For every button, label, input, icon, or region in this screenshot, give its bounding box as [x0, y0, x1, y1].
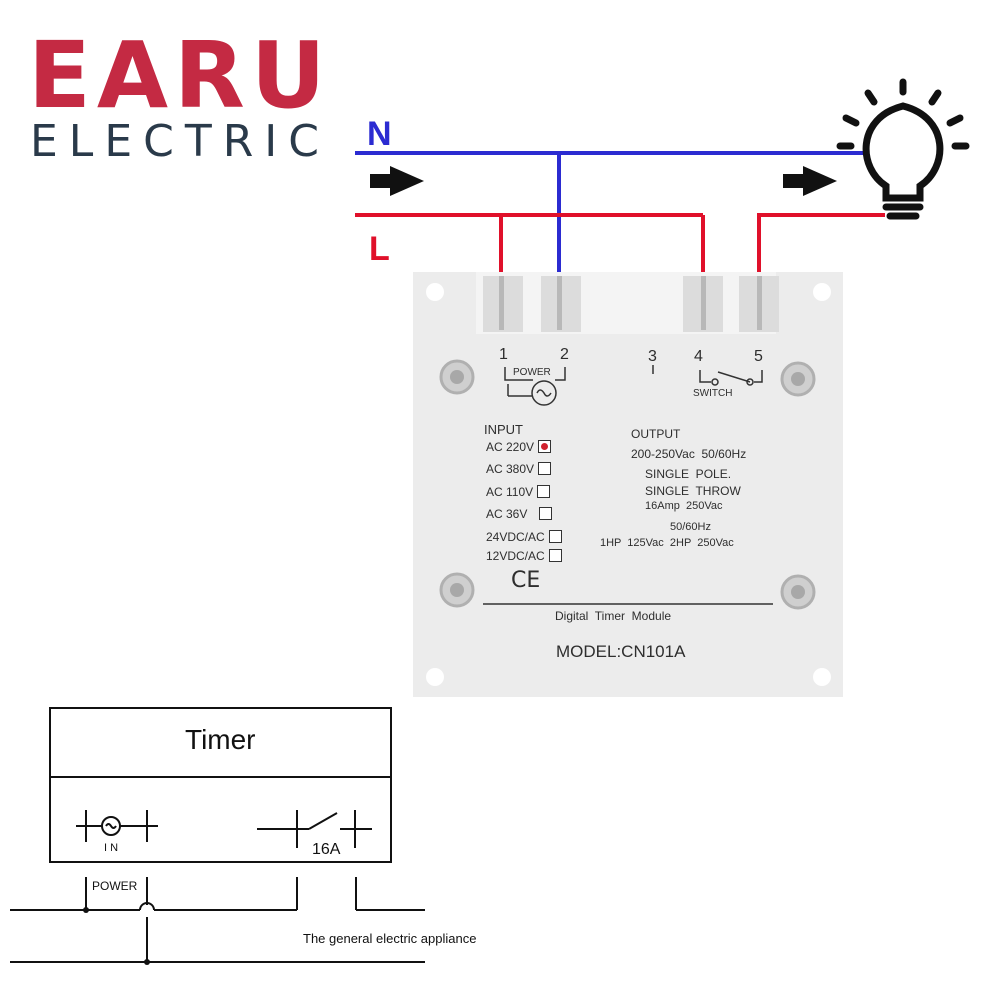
rating-label: 16A [312, 841, 341, 858]
terminal-4-label: 4 [694, 348, 703, 365]
input-option: 12VDC/AC [486, 549, 562, 563]
arrow-right-icon [370, 166, 424, 196]
input-option: 24VDC/AC [486, 530, 562, 544]
neutral-label: N [367, 115, 392, 153]
terminal-1-label: 1 [499, 346, 508, 363]
mount-hole [426, 668, 444, 686]
input-heading: INPUT [484, 422, 523, 437]
checkbox-checked-icon [538, 440, 552, 454]
input-option: AC 220V [486, 440, 552, 454]
module-name: Digital Timer Module [555, 609, 672, 623]
light-bulb-icon [836, 78, 970, 220]
timer-title: Timer [185, 724, 256, 755]
output-heading: OUTPUT [631, 427, 681, 441]
output-line: SINGLE POLE. [645, 467, 732, 481]
input-option: AC 36V [486, 507, 553, 521]
screw-icon [439, 359, 475, 395]
power-coil-icon [76, 810, 158, 842]
terminal-3-label: 3 [648, 348, 657, 365]
output-line: 50/60Hz [670, 521, 711, 533]
checkbox-icon [537, 485, 551, 499]
input-option: AC 110V [486, 485, 551, 499]
checkbox-icon [548, 530, 562, 544]
model-number: MODEL:CN101A [556, 642, 686, 661]
output-line: 1HP 125Vac 2HP 250Vac [600, 537, 734, 549]
panel-graphics [426, 272, 831, 686]
timer-box [49, 707, 392, 863]
terminal-2-label: 2 [560, 346, 569, 363]
checkbox-icon [539, 507, 553, 521]
screw-icon [780, 361, 816, 397]
appliance-label: The general electric appliance [303, 931, 477, 946]
timer-module: 1 2 3 4 5 POWER SWITCH INPUT AC 220V AC … [413, 272, 843, 697]
mount-hole [813, 668, 831, 686]
mount-hole [426, 283, 444, 301]
output-line: SINGLE THROW [645, 484, 741, 498]
input-option: AC 380V [486, 462, 552, 476]
switch-label: SWITCH [693, 388, 733, 399]
power-wire-label: POWER [92, 879, 138, 893]
power-label: POWER [513, 367, 551, 378]
checkbox-icon [548, 549, 562, 563]
load-wire [757, 213, 885, 282]
brand-logo: EARU [28, 22, 332, 129]
mount-hole [813, 283, 831, 301]
in-label: I N [104, 842, 119, 854]
power-symbol-icon [504, 367, 566, 406]
arrow-right-icon [783, 166, 837, 196]
screw-icon [439, 572, 475, 608]
checkbox-icon [538, 462, 552, 476]
switch-contact-icon [257, 810, 372, 848]
terminal-5-label: 5 [754, 348, 763, 365]
screw-icon [780, 574, 816, 610]
output-line: 16Amp 250Vac [645, 500, 723, 512]
live-label: L [369, 230, 390, 268]
ce-mark-icon: CE [511, 568, 541, 593]
brand-subtitle: ELECTRIC [30, 116, 330, 167]
output-line: 200-250Vac 50/60Hz [631, 447, 747, 461]
switch-symbol-icon [699, 370, 763, 386]
